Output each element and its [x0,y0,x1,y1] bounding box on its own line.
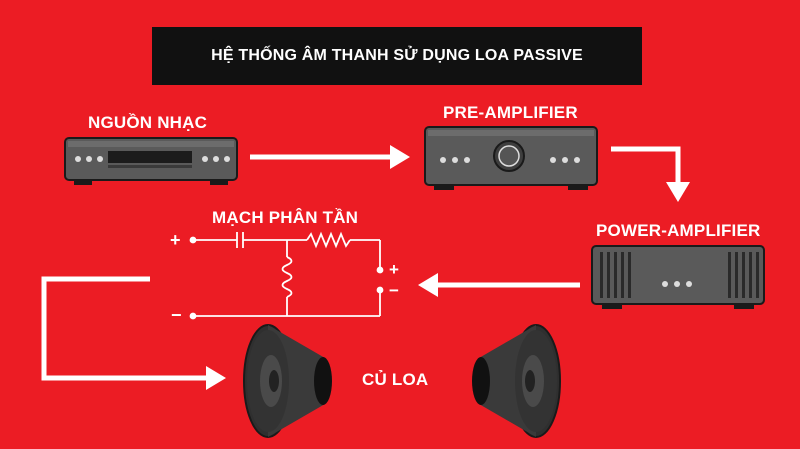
crossover-output-minus: − [389,281,399,300]
poweramp-label: POWER-AMPLIFIER [596,221,761,240]
crossover-label: MẠCH PHÂN TẦN [212,208,359,227]
source-label: NGUỒN NHẠC [88,113,208,132]
crossover-circuit-icon: + − + − [170,230,399,325]
cd-player-icon [64,137,238,185]
arrow-preamp-to-poweramp [611,146,690,202]
preamp-icon [424,126,598,190]
crossover-input-plus: + [170,230,181,250]
preamp-label: PRE-AMPLIFIER [443,103,578,122]
crossover-output-plus: + [389,260,399,279]
power-amplifier-icon [591,245,765,309]
speakers-label: CỦ LOA [362,370,429,389]
speaker-icon [472,324,561,438]
arrow-poweramp-to-crossover [418,273,580,297]
arrow-crossover-to-speakers [41,276,226,390]
arrow-source-to-preamp [250,145,410,169]
diagram-title: HỆ THỐNG ÂM THANH SỬ DỤNG LOA PASSIVE [152,27,642,85]
speaker-icon [243,324,332,438]
crossover-input-minus: − [171,305,182,325]
